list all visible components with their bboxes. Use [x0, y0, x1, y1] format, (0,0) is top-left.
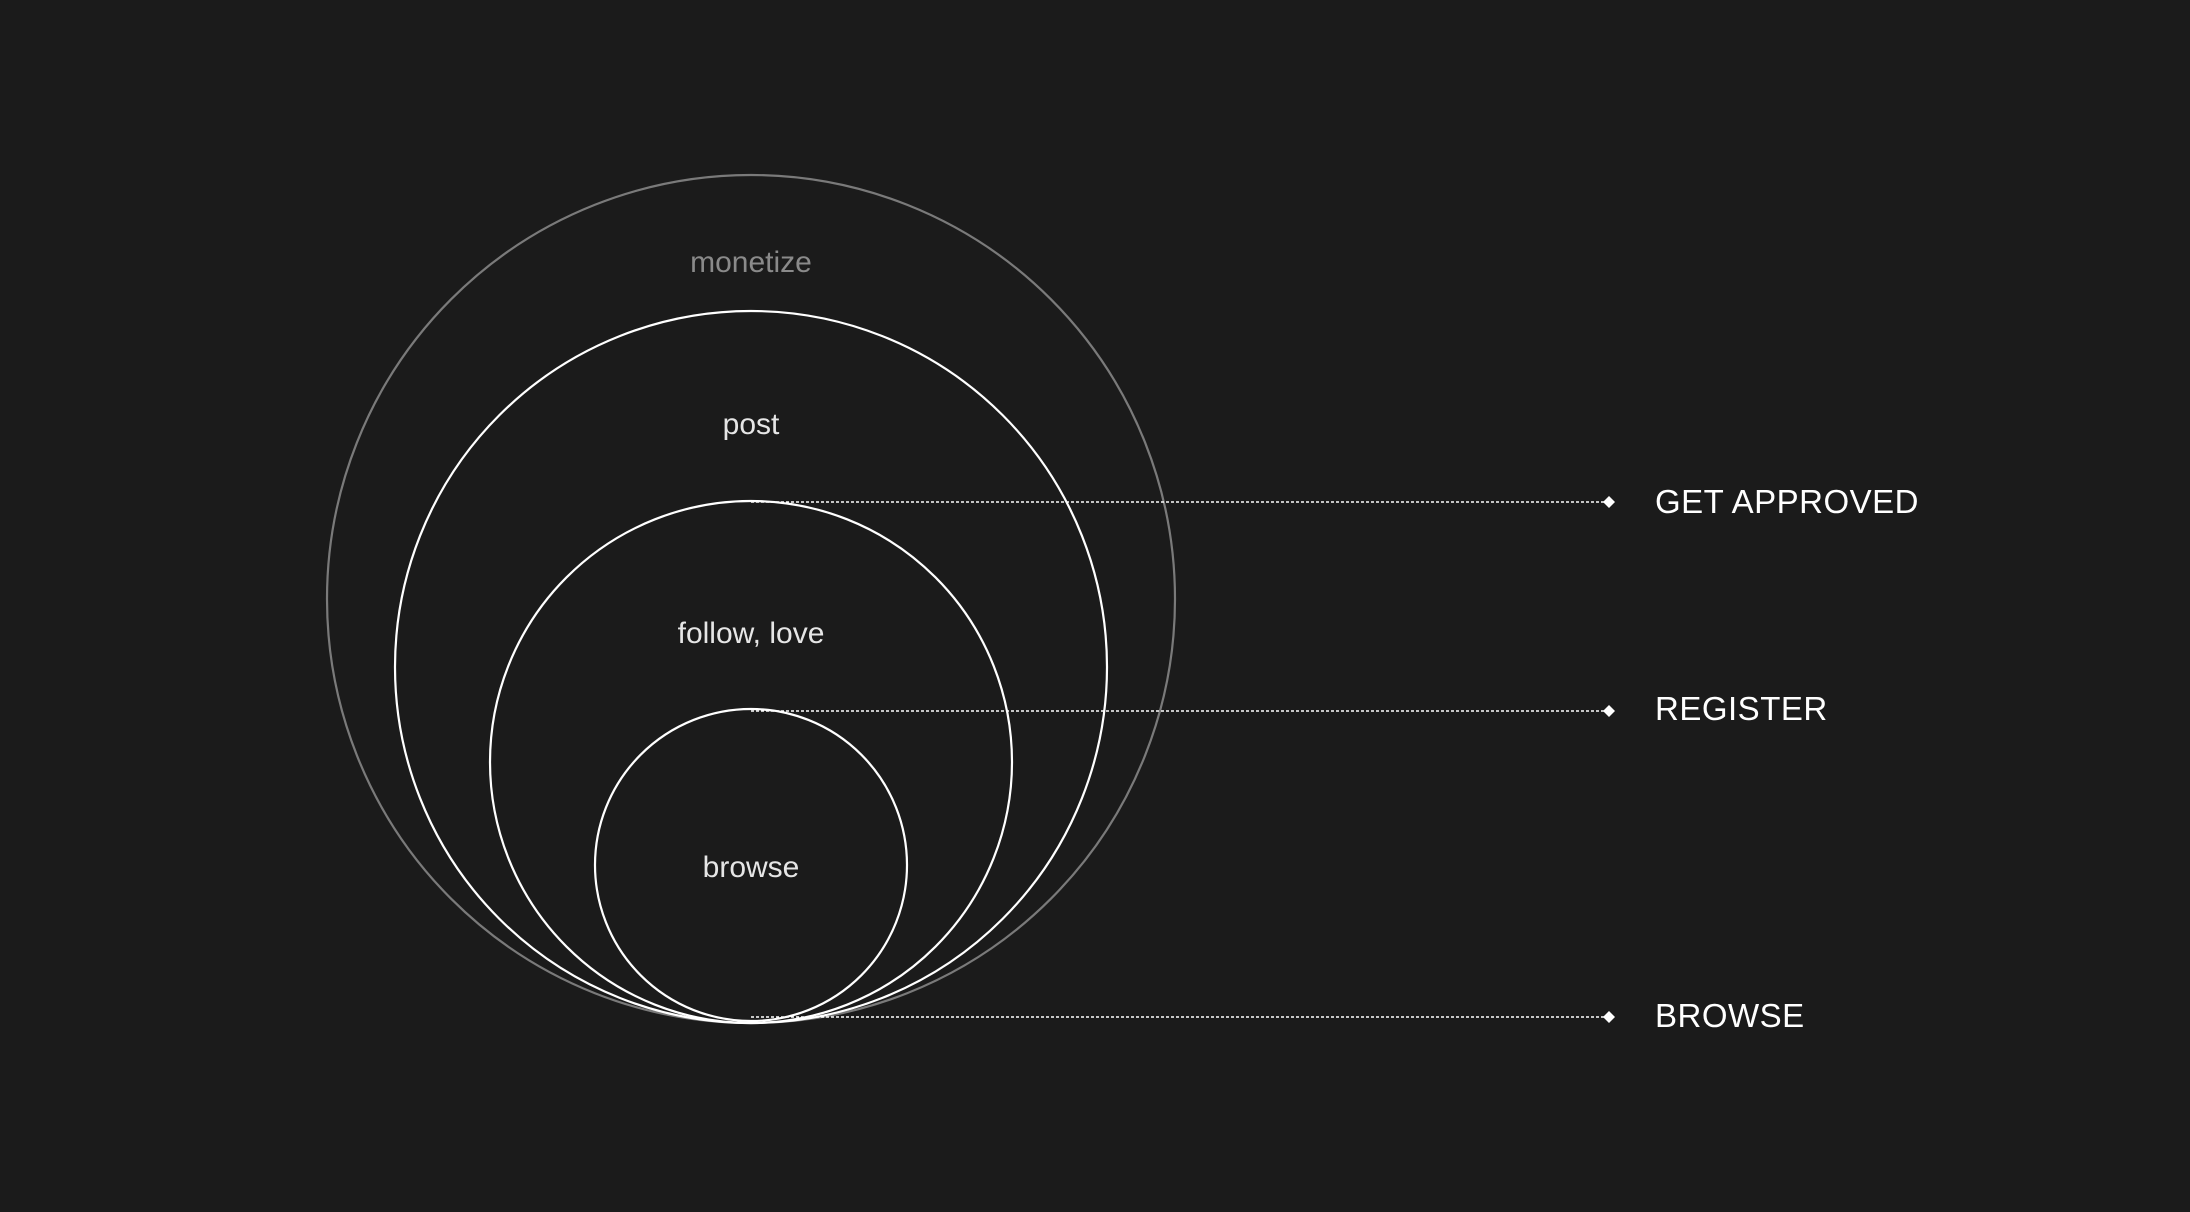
stage-label-get-approved: GET APPROVED [1655, 483, 1919, 520]
diamond-marker-get-approved [1603, 496, 1615, 508]
ring-monetize [325, 173, 1177, 1025]
diamond-marker-browse [1603, 1011, 1615, 1023]
ring-label-follow-love: follow, love [678, 617, 825, 650]
stage-label-register: REGISTER [1655, 690, 1828, 727]
ring-label-browse: browse [703, 851, 800, 884]
ring-browse [593, 707, 909, 1023]
ring-follow-love [488, 499, 1014, 1025]
stage-label-browse: BROWSE [1655, 997, 1805, 1034]
ring-label-post: post [723, 408, 780, 441]
ring-label-monetize: monetize [690, 246, 812, 279]
diamond-marker-register [1603, 705, 1615, 717]
